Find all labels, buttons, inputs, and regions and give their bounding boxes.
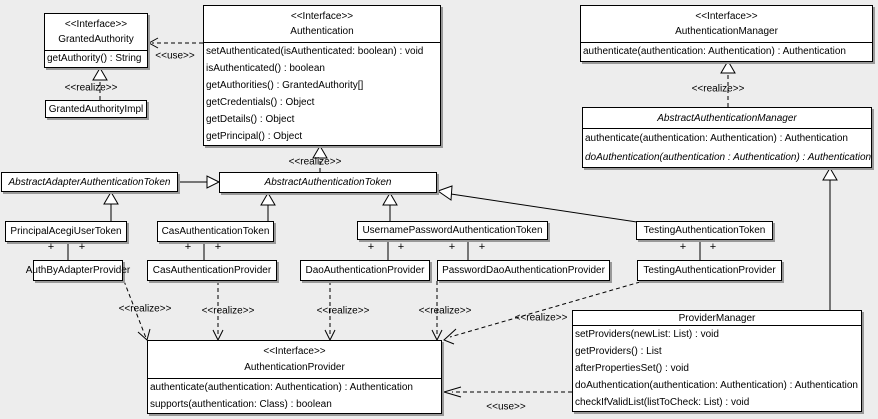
class-title-authentication-provider: <<Interface>> AuthenticationProvider bbox=[148, 341, 441, 379]
method-row: getDetails() : Object bbox=[206, 114, 295, 125]
class-title-cas-authentication-token: CasAuthenticationToken bbox=[158, 222, 273, 241]
class-methods-abstract-authentication-manager: authenticate(authentication: Authenticat… bbox=[583, 129, 871, 167]
class-cas-authentication-provider[interactable]: CasAuthenticationProvider bbox=[147, 260, 277, 281]
class-name: TestingAuthenticationToken bbox=[643, 225, 766, 236]
method-row: getAuthorities() : GrantedAuthority[] bbox=[206, 80, 364, 91]
class-auth-by-adapter-provider[interactable]: AuthByAdapterProvider bbox=[26, 260, 131, 281]
class-title-testing-authentication-token: TestingAuthenticationToken bbox=[637, 222, 772, 239]
class-title-granted-authority-impl: GrantedAuthorityImpl bbox=[46, 101, 146, 117]
class-testing-authentication-provider[interactable]: TestingAuthenticationProvider bbox=[637, 260, 782, 281]
class-authentication-provider[interactable]: <<Interface>> AuthenticationProvider authe… bbox=[147, 340, 442, 414]
triangle-arrowhead-icon bbox=[312, 145, 328, 159]
class-cas-authentication-token[interactable]: CasAuthenticationToken bbox=[157, 221, 274, 242]
class-name: DaoAuthenticationProvider bbox=[305, 265, 425, 276]
stereotype-label: <<Interface>> bbox=[263, 346, 326, 357]
method-row: getPrincipal() : Object bbox=[206, 131, 303, 142]
method-row: getCredentials() : Object bbox=[206, 97, 315, 108]
class-title-principal-acegi-user-token: PrincipalAcegiUserToken bbox=[6, 222, 126, 241]
open-arrowhead-icon bbox=[443, 328, 457, 345]
edge-generalize-testingtoken-to-abstracttoken[interactable] bbox=[450, 193, 638, 223]
class-name: AuthenticationProvider bbox=[244, 362, 345, 373]
class-name: PrincipalAcegiUserToken bbox=[10, 226, 122, 237]
class-name: AbstractAdapterAuthenticationToken bbox=[8, 176, 171, 188]
triangle-arrowhead-icon bbox=[103, 191, 119, 205]
open-arrowhead-icon bbox=[442, 386, 462, 398]
class-name: GrantedAuthority bbox=[58, 34, 134, 46]
method-row: afterPropertiesSet() : void bbox=[575, 363, 689, 374]
class-name: Authentication bbox=[290, 26, 354, 38]
stereotype-label: <<Interface>> bbox=[695, 10, 758, 22]
class-abstract-adapter-authentication-token[interactable]: AbstractAdapterAuthenticationToken bbox=[1, 172, 178, 192]
method-row: supports(authentication: Class) : boolea… bbox=[150, 399, 332, 410]
class-methods-authentication-manager: authenticate(authentication: Authenticat… bbox=[581, 43, 872, 61]
triangle-arrowhead-icon bbox=[720, 60, 736, 74]
method-row: setAuthenticated(isAuthenticated: boolea… bbox=[206, 46, 424, 57]
class-methods-authentication-provider: authenticate(authentication: Authenticat… bbox=[148, 379, 441, 413]
class-testing-authentication-token[interactable]: TestingAuthenticationToken bbox=[636, 221, 773, 240]
class-title-abstract-authentication-manager: AbstractAuthenticationManager bbox=[583, 108, 871, 129]
method-row: authenticate(authentication: Authenticat… bbox=[150, 382, 413, 393]
edge-realize-testingprovider-to-authenticationprovider[interactable] bbox=[449, 281, 641, 338]
class-title-abstract-authentication-token: AbstractAuthenticationToken bbox=[220, 173, 436, 192]
class-title-username-password-authentication-token: UsernamePasswordAuthenticationToken bbox=[358, 222, 547, 239]
class-name: AbstractAuthenticationManager bbox=[657, 112, 797, 124]
class-name: CasAuthenticationProvider bbox=[152, 265, 272, 276]
class-username-password-authentication-token[interactable]: UsernamePasswordAuthenticationToken bbox=[357, 221, 548, 240]
class-provider-manager[interactable]: ProviderManager setProviders(newList: Lis… bbox=[572, 310, 862, 412]
class-name: AuthByAdapterProvider bbox=[25, 265, 131, 276]
class-principal-acegi-user-token[interactable]: PrincipalAcegiUserToken bbox=[5, 221, 127, 242]
method-row: checkIfValidList(listToCheck: List) : vo… bbox=[575, 397, 750, 408]
class-title-provider-manager: ProviderManager bbox=[573, 311, 861, 326]
triangle-arrowhead-icon bbox=[92, 67, 108, 81]
class-title-authentication: <<Interface>> Authentication bbox=[204, 6, 440, 43]
class-methods-authentication: setAuthenticated(isAuthenticated: boolea… bbox=[204, 43, 440, 145]
class-methods-provider-manager: setProviders(newList: List) : void getPro… bbox=[573, 326, 861, 411]
class-granted-authority-impl[interactable]: GrantedAuthorityImpl bbox=[45, 100, 147, 118]
class-authentication[interactable]: <<Interface>> Authentication setAuthentica… bbox=[203, 5, 441, 146]
triangle-arrowhead-icon bbox=[260, 192, 276, 206]
open-arrowhead-icon bbox=[147, 37, 159, 49]
class-name: PasswordDaoAuthenticationProvider bbox=[442, 265, 605, 276]
class-granted-authority[interactable]: <<Interface>> GrantedAuthority getAuthorit… bbox=[44, 13, 148, 68]
method-row: doAuthentication(authentication: Authent… bbox=[575, 380, 858, 391]
stereotype-label: <<Interface>> bbox=[290, 10, 354, 22]
method-row: doAuthentication(authentication : Authen… bbox=[585, 152, 872, 163]
class-title-password-dao-authentication-provider: PasswordDaoAuthenticationProvider bbox=[438, 261, 609, 280]
class-title-testing-authentication-provider: TestingAuthenticationProvider bbox=[638, 261, 781, 280]
triangle-arrowhead-icon bbox=[822, 167, 838, 181]
class-name: UsernamePasswordAuthenticationToken bbox=[362, 225, 543, 236]
class-title-granted-authority: <<Interface>> GrantedAuthority bbox=[45, 14, 147, 51]
method-row: getProviders() : List bbox=[575, 346, 662, 357]
edge-realize-authbyadapter-to-authenticationprovider[interactable] bbox=[123, 280, 147, 339]
class-name: ProviderManager bbox=[678, 312, 756, 324]
method-row: isAuthenticated() : boolean bbox=[206, 63, 325, 74]
triangle-arrowhead-icon bbox=[436, 185, 453, 201]
class-title-cas-authentication-provider: CasAuthenticationProvider bbox=[148, 261, 276, 280]
class-name: CasAuthenticationToken bbox=[161, 226, 270, 237]
class-dao-authentication-provider[interactable]: DaoAuthenticationProvider bbox=[300, 260, 430, 281]
method-row: authenticate(authentication: Authenticat… bbox=[585, 133, 848, 144]
class-title-dao-authentication-provider: DaoAuthenticationProvider bbox=[301, 261, 429, 280]
triangle-arrowhead-icon bbox=[382, 192, 398, 206]
class-name: AbstractAuthenticationToken bbox=[264, 177, 392, 188]
method-row: getAuthority() : String bbox=[47, 53, 142, 64]
open-arrowhead-icon bbox=[137, 328, 151, 341]
triangle-arrowhead-icon bbox=[206, 175, 221, 189]
class-title-auth-by-adapter-provider: AuthByAdapterProvider bbox=[26, 261, 131, 280]
class-title-authentication-manager: <<Interface>> AuthenticationManager bbox=[581, 6, 872, 43]
class-methods-granted-authority: getAuthority() : String bbox=[45, 51, 147, 67]
class-abstract-authentication-manager[interactable]: AbstractAuthenticationManager authenticat… bbox=[582, 107, 872, 168]
class-title-abstract-adapter-authentication-token: AbstractAdapterAuthenticationToken bbox=[2, 173, 177, 191]
stereotype-label: <<Interface>> bbox=[64, 18, 128, 30]
class-name: AuthenticationManager bbox=[675, 26, 778, 38]
class-authentication-manager[interactable]: <<Interface>> AuthenticationManager authen… bbox=[580, 5, 873, 62]
class-name: TestingAuthenticationProvider bbox=[643, 265, 776, 276]
class-abstract-authentication-token[interactable]: AbstractAuthenticationToken bbox=[219, 172, 437, 193]
method-row: setProviders(newList: List) : void bbox=[575, 329, 719, 340]
class-name: GrantedAuthorityImpl bbox=[48, 103, 144, 115]
method-row: authenticate(authentication: Authenticat… bbox=[583, 46, 846, 57]
class-password-dao-authentication-provider[interactable]: PasswordDaoAuthenticationProvider bbox=[437, 260, 610, 281]
